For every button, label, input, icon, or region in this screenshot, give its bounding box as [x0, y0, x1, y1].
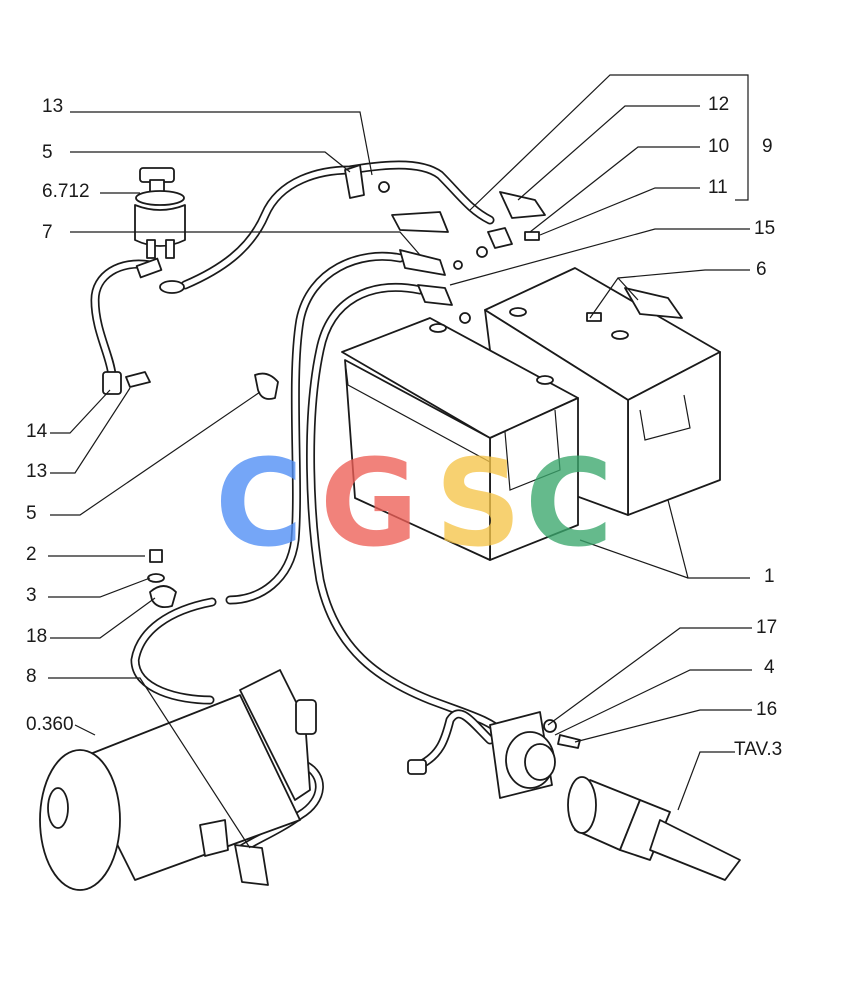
- callout-14: 14: [26, 421, 48, 442]
- watermark-letter-c1: C: [215, 435, 303, 574]
- callout-3: 3: [26, 585, 37, 606]
- callout-13-lower: 13: [26, 461, 47, 482]
- watermark-letter-g: G: [320, 435, 419, 574]
- callout-4: 4: [764, 657, 775, 678]
- callout-9: 9: [762, 136, 773, 157]
- callout-0360: 0.360: [26, 714, 74, 735]
- callout-2: 2: [26, 544, 37, 565]
- callout-11: 11: [708, 177, 728, 198]
- loose-terminal: [407, 759, 427, 775]
- callout-6712: 6.712: [42, 181, 90, 202]
- terminal-boot-6: [586, 287, 683, 322]
- callout-5-lower: 5: [26, 503, 37, 524]
- watermark: C G S C: [215, 435, 613, 574]
- callout-6: 6: [756, 259, 767, 280]
- watermark-letter-c2: C: [525, 435, 613, 574]
- leader-lines: [48, 74, 752, 849]
- callout-18: 18: [26, 626, 47, 647]
- watermark-letter-s: S: [435, 435, 521, 574]
- bolt-washer-clamp-set: [147, 549, 177, 609]
- callout-1: 1: [764, 566, 775, 587]
- clamp-5-loose: [254, 372, 279, 400]
- callout-17: 17: [756, 617, 777, 638]
- callout-15: 15: [754, 218, 775, 239]
- terminal-boot-7: [391, 211, 463, 276]
- callout-tav3: TAV.3: [734, 739, 782, 760]
- callout-8: 8: [26, 666, 37, 687]
- callout-13-top: 13: [42, 96, 63, 117]
- plug-tav3: [567, 776, 741, 881]
- callout-12: 12: [708, 94, 729, 115]
- clamp-terminal-10-11: [476, 227, 540, 258]
- callout-labels: 13 5 6.712 7 14 13 5 2 3 18 8 0.360 12 1…: [26, 94, 782, 760]
- callout-7: 7: [42, 222, 53, 243]
- clamp-5-upper: [344, 164, 390, 199]
- battery-switch: [134, 167, 186, 294]
- terminal-15: [417, 284, 471, 324]
- callout-10: 10: [708, 136, 729, 157]
- terminal-boot-12: [499, 191, 546, 219]
- callout-5-top: 5: [42, 142, 53, 163]
- socket-17: [489, 711, 581, 799]
- callout-16: 16: [756, 699, 777, 720]
- bolt-13-lower: [102, 371, 151, 395]
- starter-motor: [39, 669, 317, 891]
- battery-front: [341, 317, 579, 561]
